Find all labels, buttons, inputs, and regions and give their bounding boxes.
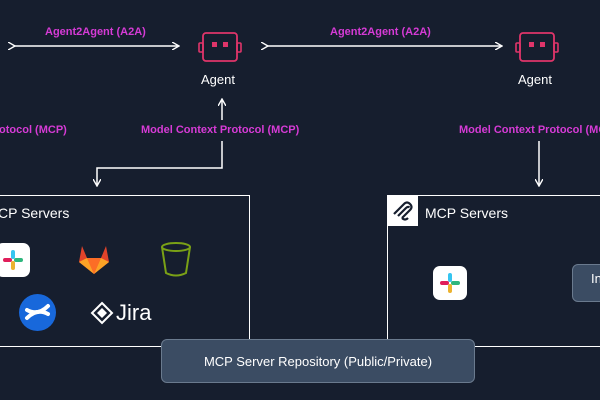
slack-logo bbox=[433, 266, 467, 300]
jira-wordmark: Jira bbox=[116, 300, 152, 325]
a2a-left-label: Agent2Agent (A2A) bbox=[45, 26, 146, 38]
confluence-logo bbox=[19, 294, 56, 331]
jira-logo bbox=[90, 301, 114, 330]
agent-label: Agent bbox=[201, 72, 235, 87]
a2a-right-label: Agent2Agent (A2A) bbox=[330, 26, 431, 38]
s3-bucket-icon bbox=[159, 241, 193, 284]
mcp-server-icon bbox=[388, 196, 418, 226]
mcp-center-label: Model Context Protocol (MCP) bbox=[141, 124, 300, 136]
mcp-right-label: Model Context Protocol (MCP) bbox=[459, 124, 600, 136]
gitlab-logo bbox=[76, 241, 112, 282]
agent-robot-icon bbox=[198, 31, 244, 70]
partial-server-badge: In bbox=[572, 264, 600, 302]
slack-logo bbox=[0, 243, 30, 277]
agent-robot-icon bbox=[515, 31, 561, 70]
mcp-center-elbow-line bbox=[97, 141, 223, 185]
mcp-servers-title: CP Servers bbox=[0, 205, 70, 221]
repository-label: MCP Server Repository (Public/Private) bbox=[203, 353, 433, 369]
agent-label: Agent bbox=[518, 72, 552, 87]
mcp-servers-title: MCP Servers bbox=[425, 205, 508, 221]
mcp-servers-box-left bbox=[0, 195, 250, 347]
mcp-servers-box-right bbox=[387, 195, 600, 347]
mcp-left-label: otocol (MCP) bbox=[0, 124, 67, 136]
mcp-server-repository-bar: MCP Server Repository (Public/Private) bbox=[161, 339, 475, 383]
